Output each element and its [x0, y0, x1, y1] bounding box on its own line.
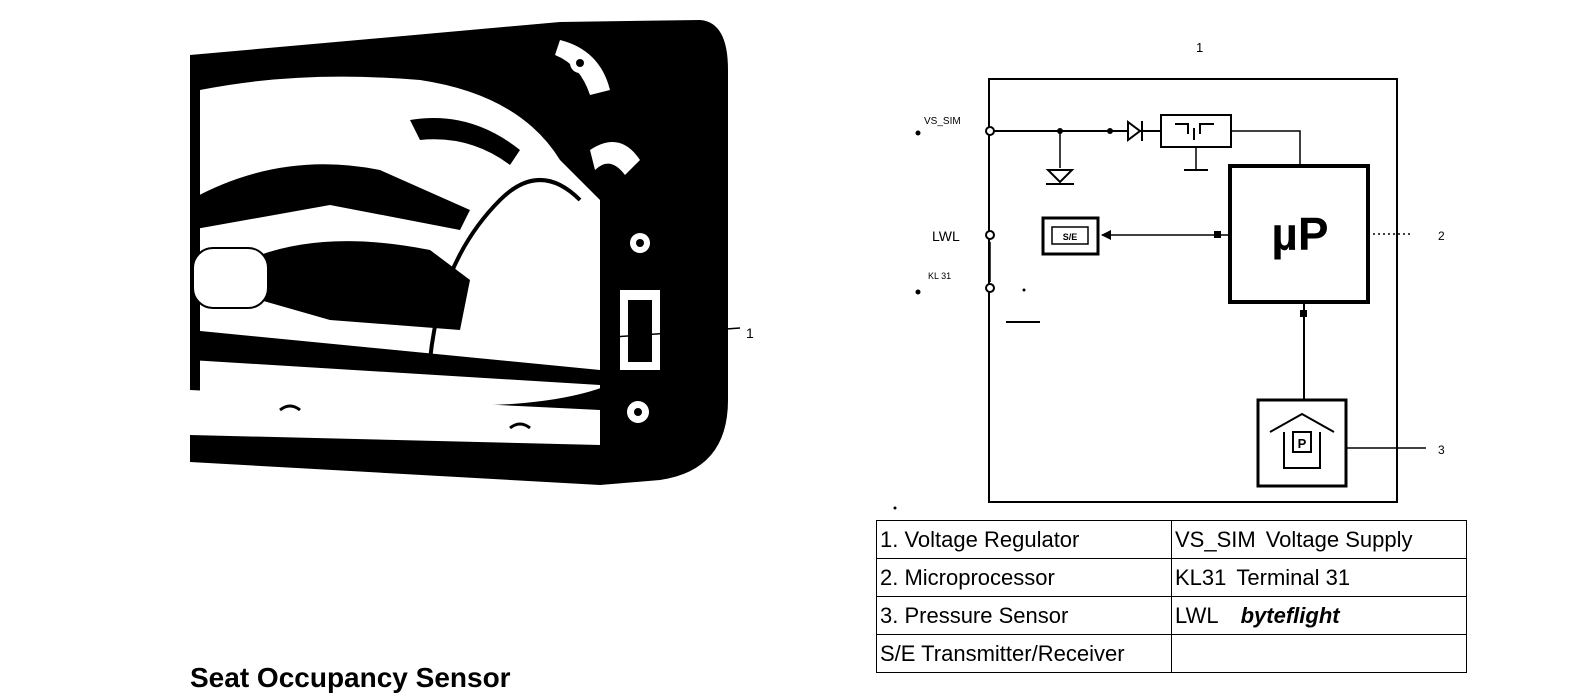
- legend-empty-cell: [1171, 634, 1467, 673]
- legend-row: 3. Pressure Sensor LWL byteflight: [876, 596, 1467, 635]
- diode-ground-icon: [1045, 169, 1075, 184]
- legend-code: KL31: [1175, 564, 1227, 590]
- legend-code-vs-sim: VS_SIM Voltage Supply: [1171, 520, 1467, 559]
- pin-lwl-label: LWL: [932, 228, 960, 244]
- svg-text:P: P: [1298, 436, 1307, 451]
- legend-code-kl31: KL31 Terminal 31: [1171, 558, 1467, 597]
- legend-row: 2. Microprocessor KL31 Terminal 31: [876, 558, 1467, 597]
- legend-item-2: 2. Microprocessor: [876, 558, 1172, 597]
- legend-item-3: 3. Pressure Sensor: [876, 596, 1172, 635]
- legend-code-lwl: LWL byteflight: [1171, 596, 1467, 635]
- legend-table: 1. Voltage Regulator VS_SIM Voltage Suppl…: [876, 520, 1467, 673]
- voltage-regulator-block: [1160, 114, 1232, 148]
- se-block-label: S/E: [1063, 232, 1078, 242]
- legend-row: S/E Transmitter/Receiver: [876, 634, 1467, 673]
- top-callout: 1: [1196, 40, 1203, 55]
- callout-3: 3: [1438, 443, 1445, 457]
- legend-item-se: S/E Transmitter/Receiver: [876, 634, 1172, 673]
- microprocessor-block: [1228, 164, 1370, 304]
- photo-inner-panel: [200, 76, 632, 406]
- arrow-left-icon: [1101, 230, 1111, 240]
- legend-row: 1. Voltage Regulator VS_SIM Voltage Suppl…: [876, 520, 1467, 559]
- block-diagram: 1 VS_SIM µP 2 LWL S/E KL 31 P 3: [893, 40, 1445, 510]
- sensor-photo: 1: [190, 20, 754, 485]
- diode-series-icon: [1127, 120, 1142, 142]
- legend-code: VS_SIM: [1175, 526, 1256, 552]
- legend-item-1: 1. Voltage Regulator: [876, 520, 1172, 559]
- legend-code: LWL: [1175, 602, 1219, 628]
- callout-2: 2: [1438, 229, 1445, 243]
- pin-vs-sim-label: VS_SIM: [924, 116, 961, 127]
- regulator-symbol-icon: [1175, 123, 1214, 140]
- legend-desc: Voltage Supply: [1265, 526, 1413, 552]
- pin-kl31-label: KL 31: [928, 271, 951, 281]
- microprocessor-label: µP: [1271, 208, 1328, 260]
- photo-callout: 1: [746, 325, 754, 341]
- figure-caption: Seat Occupancy Sensor: [190, 662, 511, 693]
- legend-desc: Terminal 31: [1236, 564, 1351, 590]
- legend-desc: byteflight: [1240, 602, 1340, 628]
- pressure-sensor-icon: [1269, 412, 1335, 469]
